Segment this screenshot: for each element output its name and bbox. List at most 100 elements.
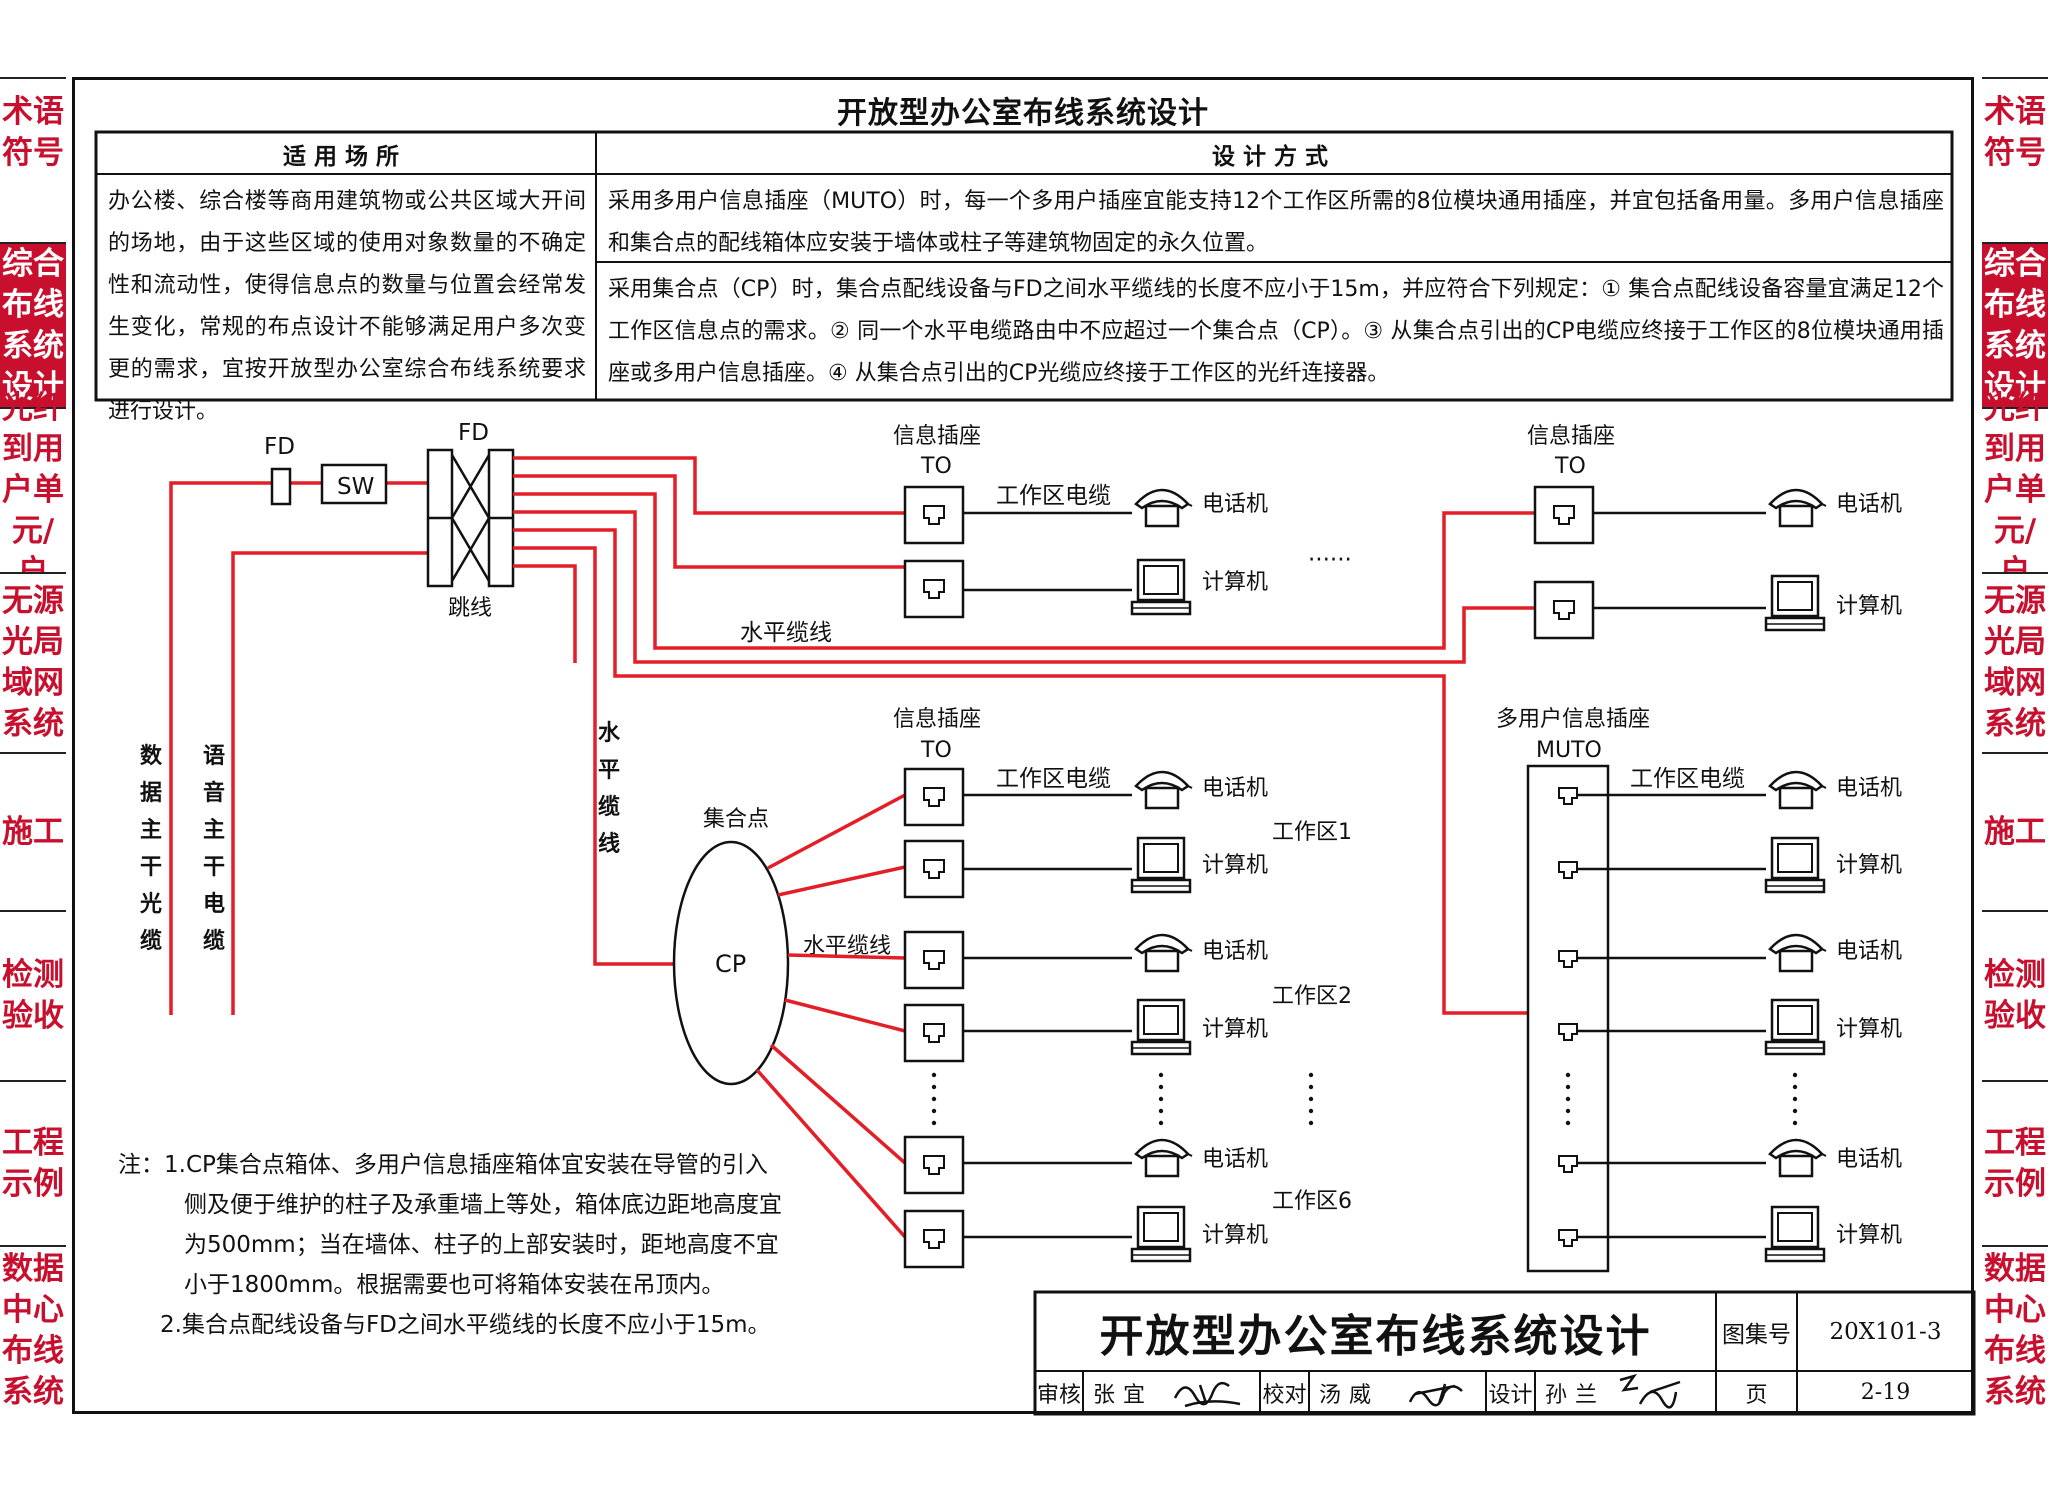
computer-icon [1764, 998, 1826, 1056]
header-design-method: 设计方式 [1212, 144, 1336, 170]
checker-name: 汤威 [1318, 1382, 1379, 1408]
computer-label: 计算机 [1202, 570, 1268, 595]
right-tab-integrated-cabling[interactable]: 综合 布线 系统 设计 [1982, 242, 2048, 407]
right-tab-fttu[interactable]: 光纤 到用 户单 元/户 [1982, 390, 2048, 590]
computer-icon [1130, 998, 1192, 1056]
left-tab-examples[interactable]: 工程 示例 [0, 1080, 66, 1245]
work-cable-label-top-mid: 工作区电缆 [996, 483, 1111, 509]
data-backbone-label: 数据主干光缆 [139, 743, 163, 954]
outlet-cp-5 [903, 1135, 965, 1195]
cp-ellipse [672, 840, 790, 1086]
right-tab-construction[interactable]: 施工 [1982, 752, 2048, 910]
left-tab-datacenter[interactable]: 数据 中心 布线 系统 [0, 1245, 66, 1415]
backbone-cables [169, 481, 428, 1015]
computer-icon [1764, 1205, 1826, 1263]
left-tab-pol[interactable]: 无源 光局 域网 系统 [0, 572, 66, 752]
computer-label: 计算机 [1836, 853, 1902, 878]
phone-icon [1768, 770, 1828, 810]
computer-label: 计算机 [1202, 1223, 1268, 1248]
title-block-grid [1033, 1290, 1976, 1416]
outlet-cp-2 [903, 839, 965, 899]
phone-icon [1768, 488, 1828, 528]
muto-box [1526, 764, 1610, 1273]
cp-title-label: 集合点 [703, 807, 769, 832]
work-cable-label-cp: 工作区电缆 [996, 766, 1111, 792]
voice-backbone-cable [231, 551, 428, 1015]
computer-icon [1764, 836, 1826, 894]
computer-label: 计算机 [1836, 594, 1902, 619]
outlet-cp-4 [903, 1003, 965, 1063]
phone-label: 电话机 [1202, 1147, 1268, 1172]
zone1-label: 工作区1 [1272, 820, 1352, 845]
computer-label: 计算机 [1836, 1017, 1902, 1042]
fd-big-label: FD [458, 420, 489, 446]
horizontal-cable-label: 水平缆线 [740, 620, 832, 646]
vertical-ellipsis [931, 1072, 1314, 1126]
phone-icon [1134, 770, 1194, 810]
note-1-line-1: 注：1.CP集合点箱体、多用户信息插座箱体宜安装在导管的引入 [118, 1152, 768, 1178]
review-label: 审核 [1036, 1382, 1081, 1408]
horizontal-cables [513, 456, 1535, 1015]
fd-distribution-frame [426, 448, 515, 588]
designer-name: 孙兰 [1544, 1382, 1605, 1408]
muto-title-label: 多用户信息插座 [1496, 707, 1650, 732]
computer-label: 计算机 [1202, 1017, 1268, 1042]
design-cp-text: 采用集合点（CP）时，集合点配线设备与FD之间水平缆线的长度不应小于15m，并应… [608, 277, 1944, 386]
right-tab-examples[interactable]: 工程 示例 [1982, 1080, 2048, 1245]
check-label: 校对 [1262, 1382, 1307, 1408]
to-label-cp: TO [920, 738, 952, 763]
phone-icon [1768, 933, 1828, 973]
cp-label: CP [715, 950, 746, 978]
fd-small-label: FD [264, 434, 295, 460]
to-label-top-mid: TO [920, 454, 952, 479]
left-tab-integrated-cabling[interactable]: 综合 布线 系统 设计 [0, 242, 66, 407]
horizontal-cable-vertical-label: 水平缆线 [598, 721, 621, 857]
design-label: 设计 [1488, 1382, 1533, 1408]
note-1-line-3: 为500mm；当在墙体、柱子的上部安装时，距地高度不宜 [184, 1232, 779, 1258]
outlet-top-mid-2 [903, 559, 965, 619]
info-outlet-label-top-mid: 信息插座 [893, 424, 981, 449]
right-tab-pol[interactable]: 无源 光局 域网 系统 [1982, 572, 2048, 752]
phone-label: 电话机 [1202, 939, 1268, 964]
phone-icon [1134, 1138, 1194, 1178]
outlet-top-right-2 [1533, 580, 1595, 640]
computer-icon [1130, 558, 1192, 616]
left-tab-construction[interactable]: 施工 [0, 752, 66, 910]
phone-label: 电话机 [1836, 492, 1902, 517]
phone-label: 电话机 [1202, 776, 1268, 801]
note-1-line-2: 侧及便于维护的柱子及承重墙上等处，箱体底边距地高度宜 [184, 1192, 782, 1218]
right-tab-datacenter[interactable]: 数据 中心 布线 系统 [1982, 1245, 2048, 1415]
title-block-title: 开放型办公室布线系统设计 [1099, 1310, 1652, 1362]
right-tab-inspection[interactable]: 检测 验收 [1982, 910, 2048, 1080]
phone-label: 电话机 [1202, 492, 1268, 517]
page-label: 页 [1745, 1382, 1768, 1408]
phone-label: 电话机 [1836, 776, 1902, 801]
header-applicable: 适用场所 [283, 144, 407, 170]
outlet-cp-6 [903, 1209, 965, 1269]
voice-backbone-label: 语音主干电缆 [203, 744, 225, 954]
ellipsis-label: ······ [1308, 547, 1352, 573]
outlet-top-right-1 [1533, 485, 1595, 545]
fd-small [270, 467, 292, 506]
left-tab-inspection[interactable]: 检测 验收 [0, 910, 66, 1080]
right-tab-terms[interactable]: 术语 符号 [1982, 77, 2048, 187]
phone-label: 电话机 [1836, 1147, 1902, 1172]
phone-icon [1768, 1138, 1828, 1178]
to-label-top-right: TO [1554, 454, 1586, 479]
outlet-cp-1 [903, 767, 965, 827]
left-tab-terms[interactable]: 术语 符号 [0, 77, 66, 187]
computer-label: 计算机 [1202, 853, 1268, 878]
switch-label: SW [337, 474, 374, 500]
muto-label: MUTO [1536, 738, 1602, 763]
outlet-top-mid-1 [903, 485, 965, 545]
computer-icon [1130, 836, 1192, 894]
reviewer-name: 张宜 [1092, 1382, 1153, 1408]
computer-label: 计算机 [1836, 1223, 1902, 1248]
outlet-cp-3 [903, 930, 965, 990]
data-backbone-cable [169, 481, 272, 1015]
vertical-ellipsis [1565, 1072, 1798, 1126]
cp-cables [755, 793, 907, 1239]
signature-reviewer [1173, 1381, 1241, 1408]
design-muto-text: 采用多用户信息插座（MUTO）时，每一个多用户插座宜能支持12个工作区所需的8位… [608, 189, 1944, 256]
